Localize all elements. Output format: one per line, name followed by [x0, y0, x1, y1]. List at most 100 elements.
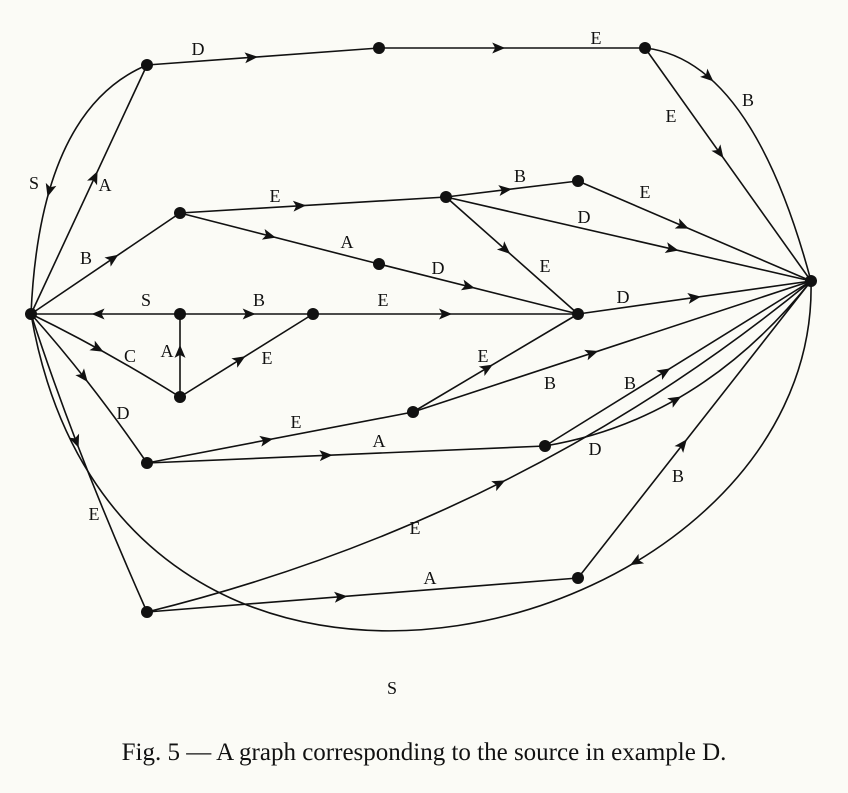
edge-label: E: [291, 412, 302, 432]
edge-n_left-n_a1: [30, 313, 181, 398]
graph-node: [572, 175, 584, 187]
graph-node: [373, 258, 385, 270]
edge-n_e4-n_a3: [146, 577, 579, 613]
edge-label: S: [387, 678, 397, 698]
edge-n_left-n_top1: [30, 64, 148, 315]
graph-node: [174, 207, 186, 219]
arrow-icon: [292, 200, 307, 212]
edge-n_e1-n_b2: [445, 180, 579, 198]
edge-n_mid_a-n_e2: [378, 263, 579, 315]
arrow-icon: [439, 308, 452, 320]
arrow-icon: [492, 42, 506, 54]
edge-n_top1-n_top2: [146, 47, 380, 66]
edge-label: E: [378, 290, 389, 310]
edge-label: D: [617, 287, 630, 307]
arrow-icon: [674, 439, 687, 453]
arrow-icon: [259, 435, 274, 447]
graph-node: [141, 59, 153, 71]
edge-label: E: [591, 28, 602, 48]
arrow-icon: [498, 185, 512, 197]
graph-node: [805, 275, 817, 287]
nodes-layer: [25, 42, 817, 618]
edge-label: E: [270, 186, 281, 206]
graph-node: [141, 457, 153, 469]
arrow-icon: [674, 218, 689, 229]
edge-n_e1-n_e2: [445, 196, 579, 315]
graph-node: [25, 308, 37, 320]
edge-n_top3-n_right: [644, 47, 812, 282]
edge-label: D: [192, 39, 205, 59]
graph-node: [373, 42, 385, 54]
edge-label: A: [99, 175, 112, 195]
edge-label: B: [742, 90, 754, 110]
edge-label: B: [80, 248, 92, 268]
arrow-icon: [664, 242, 679, 253]
arrow-icon: [244, 52, 258, 64]
edge-n_top3-n_right: [644, 47, 812, 282]
arrow-icon: [89, 340, 104, 352]
edge-n_a3-n_right: [577, 280, 812, 579]
edges-layer: [30, 42, 812, 632]
edge-label: E: [666, 106, 677, 126]
edge-n_e4-n_right: [146, 280, 812, 613]
edge-n_a1-n_b3: [179, 313, 314, 398]
edge-label: S: [141, 290, 151, 310]
graph-node: [572, 308, 584, 320]
graph-node: [141, 606, 153, 618]
edge-label: S: [29, 173, 39, 193]
graph-node: [572, 572, 584, 584]
edge-label: C: [124, 346, 136, 366]
edge-n_b1-n_e1: [179, 196, 447, 214]
edge-n_left-n_b1: [30, 212, 181, 315]
arrow-icon: [87, 171, 98, 186]
edge-n_b2-n_right: [577, 180, 812, 282]
edge-label: A: [373, 431, 386, 451]
arrow-icon: [630, 553, 645, 566]
edge-n_a2-n_right: [544, 280, 812, 447]
edge-n_e3-n_right: [412, 280, 812, 413]
arrow-icon: [91, 308, 105, 320]
edge-label: E: [262, 348, 273, 368]
edge-label: A: [341, 232, 354, 252]
edge-n_d1-n_a2: [146, 445, 546, 464]
edge-label: D: [589, 439, 602, 459]
edge-label: E: [478, 346, 489, 366]
edge-label: B: [672, 466, 684, 486]
edge-label: B: [514, 166, 526, 186]
arrow-icon: [68, 433, 80, 448]
edge-label: D: [117, 403, 130, 423]
arrow-icon: [75, 368, 88, 382]
edge-n_top1-n_left: [30, 64, 148, 315]
edge-label: E: [410, 518, 421, 538]
arrow-icon: [104, 254, 119, 267]
graph-node: [307, 308, 319, 320]
edge-n_left-n_d1: [30, 313, 148, 464]
edge-n_d1-n_e3: [146, 411, 414, 464]
graph-node: [639, 42, 651, 54]
edge-n_right-n_left: [30, 280, 812, 632]
edge-label: E: [540, 256, 551, 276]
arrow-icon: [261, 229, 276, 240]
edge-label: D: [578, 207, 591, 227]
graph-node: [440, 191, 452, 203]
edge-label: E: [640, 182, 651, 202]
edge-label: B: [624, 373, 636, 393]
arrow-icon: [496, 241, 511, 254]
arrow-icon: [478, 364, 493, 376]
graph-node: [539, 440, 551, 452]
arrow-icon: [460, 279, 475, 291]
arrow-icon: [45, 182, 57, 197]
arrow-icon: [231, 356, 246, 368]
edge-label: A: [424, 568, 437, 588]
edge-label: D: [432, 258, 445, 278]
arrow-icon: [687, 292, 701, 304]
graph-node: [407, 406, 419, 418]
arrow-icon: [174, 344, 186, 358]
edge-label: A: [161, 341, 174, 361]
arrow-icon: [242, 308, 256, 320]
graph-node: [174, 308, 186, 320]
graph-node: [174, 391, 186, 403]
edge-n_left-n_e4: [30, 313, 148, 613]
